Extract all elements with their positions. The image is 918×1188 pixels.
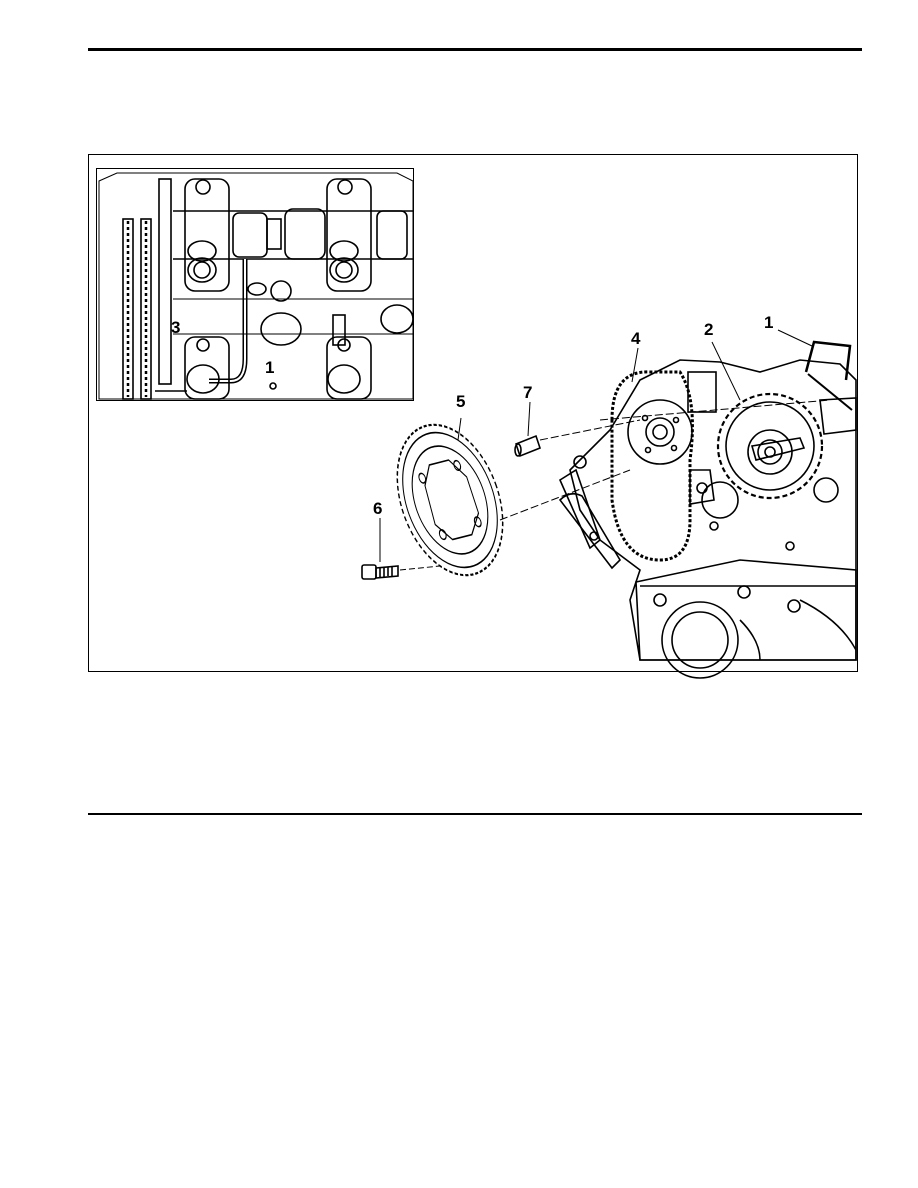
inset-callout-3: 3 — [171, 318, 181, 337]
inset-cylinder-head-view: 3 1 — [96, 168, 414, 401]
callout-5: 5 — [456, 392, 466, 411]
dowel-pin — [514, 419, 641, 458]
inset-callout-1: 1 — [265, 358, 275, 377]
section-rule — [88, 813, 862, 815]
callout-6: 6 — [373, 499, 383, 518]
callout-4: 4 — [631, 329, 641, 348]
engine-block — [558, 340, 857, 679]
sprocket-bolt — [361, 564, 441, 580]
camshaft-sprocket — [396, 423, 504, 577]
figure-frame — [88, 154, 858, 672]
header-rule — [88, 48, 862, 51]
callout-7: 7 — [523, 383, 533, 402]
inset-drawing — [98, 172, 413, 400]
callout-2: 2 — [704, 320, 714, 339]
callout-1: 1 — [764, 313, 774, 332]
